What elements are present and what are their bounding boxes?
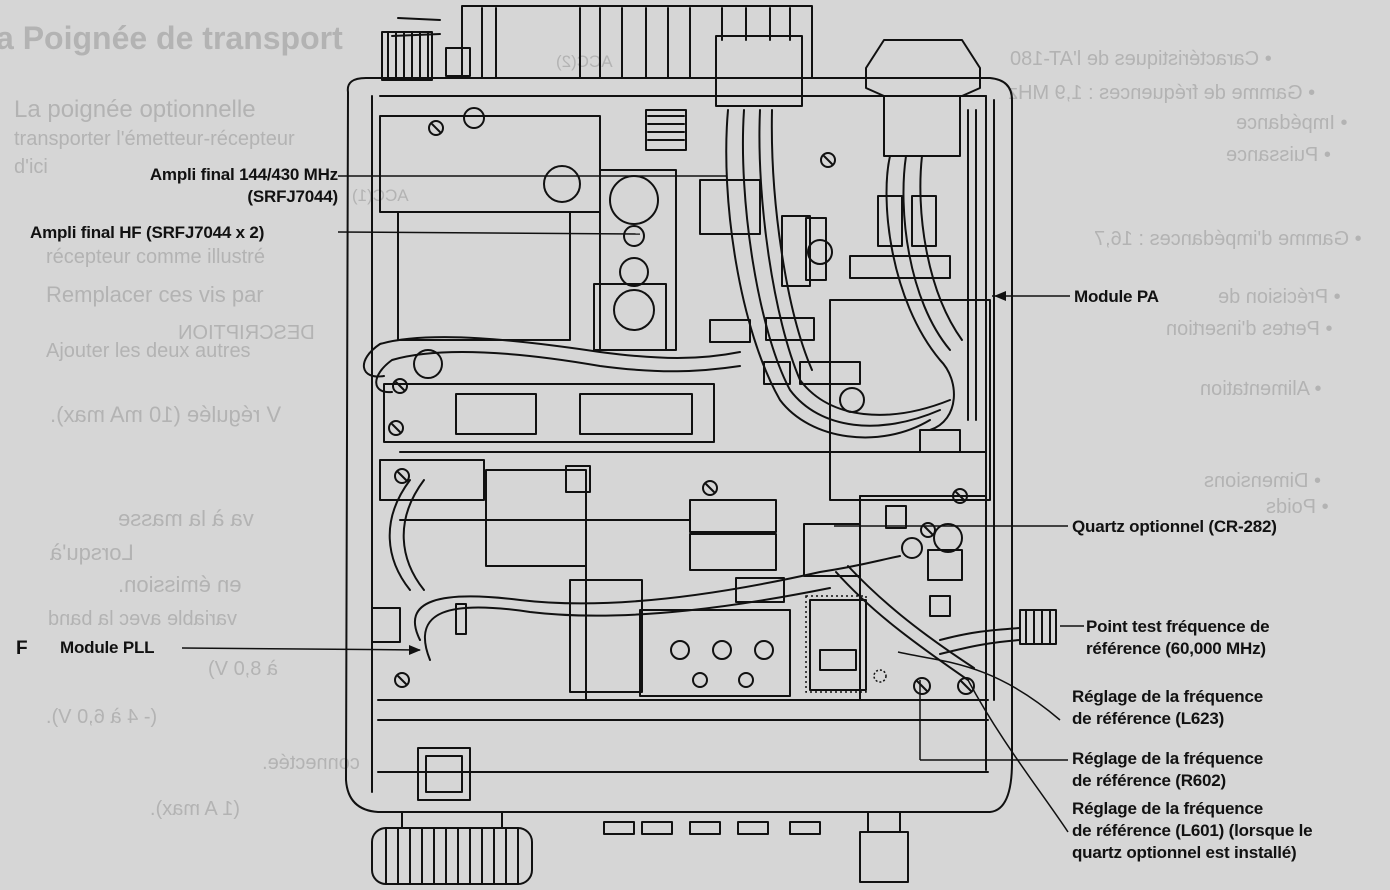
callout-module-pll: Module PLL [60, 638, 155, 657]
callout-r602-line2: de référence (R602) [1072, 771, 1226, 790]
callout-module-pa: Module PA [1074, 287, 1159, 306]
trimmer-l623 [873, 669, 887, 683]
callout-letter-f: F [16, 638, 28, 659]
top-connector-block [391, 5, 813, 107]
chassis-outline [345, 77, 1013, 813]
callout-r602-line1: Réglage de la fréquence [1072, 749, 1263, 768]
bottom-main-knob [371, 747, 909, 885]
callout-r602: Réglage de la fréquence de référence (R6… [1072, 748, 1263, 792]
quartz-socket-dotted [805, 595, 867, 693]
callout-l623: Réglage de la fréquence de référence (L6… [1072, 686, 1263, 730]
background-heading: a Poignée de transport [0, 20, 343, 56]
callout-l601: Réglage de la fréquence de référence (L6… [1072, 798, 1313, 864]
callout-ampli-vhf-line2: (SRFJ7044) [247, 187, 338, 206]
background-line: Ajouter les deux autres [46, 340, 251, 362]
threaded-knob-top [381, 31, 433, 81]
callout-l601-line3: quartz optionnel est installé) [1072, 843, 1297, 862]
test-point-probe [1019, 609, 1057, 645]
background-line: d'ici [14, 156, 48, 178]
callout-point-test-line2: référence (60,000 MHz) [1086, 639, 1266, 658]
callout-l601-line2: de référence (L601) (lorsque le [1072, 821, 1313, 840]
background-line: transporter l'émetteur-récepteur [14, 128, 295, 150]
callout-point-test: Point test fréquence de référence (60,00… [1086, 616, 1270, 660]
round-components [413, 107, 963, 688]
leader-lines [181, 175, 1084, 833]
callout-ampli-vhf-line1: Ampli final 144/430 MHz [149, 165, 338, 184]
circuit-boards [371, 109, 987, 701]
callout-ampli-vhf: Ampli final 144/430 MHz (SRFJ7044) [150, 164, 338, 208]
chassis-screws [388, 120, 975, 695]
leader-arrowheads [409, 291, 1006, 655]
callout-point-test-line1: Point test fréquence de [1086, 617, 1270, 636]
callout-quartz: Quartz optionnel (CR-282) [1072, 517, 1277, 536]
cable-bundles [362, 109, 1021, 681]
background-line: récepteur comme illustré [46, 246, 265, 268]
callout-l601-line1: Réglage de la fréquence [1072, 799, 1263, 818]
callout-l623-line1: Réglage de la fréquence [1072, 687, 1263, 706]
callout-l623-line2: de référence (L623) [1072, 709, 1225, 728]
background-line: La poignée optionnelle [14, 96, 256, 123]
background-line: Remplacer ces vis par [46, 282, 264, 307]
pa-module [829, 39, 991, 501]
callout-ampli-hf: Ampli final HF (SRFJ7044 x 2) [30, 223, 265, 242]
